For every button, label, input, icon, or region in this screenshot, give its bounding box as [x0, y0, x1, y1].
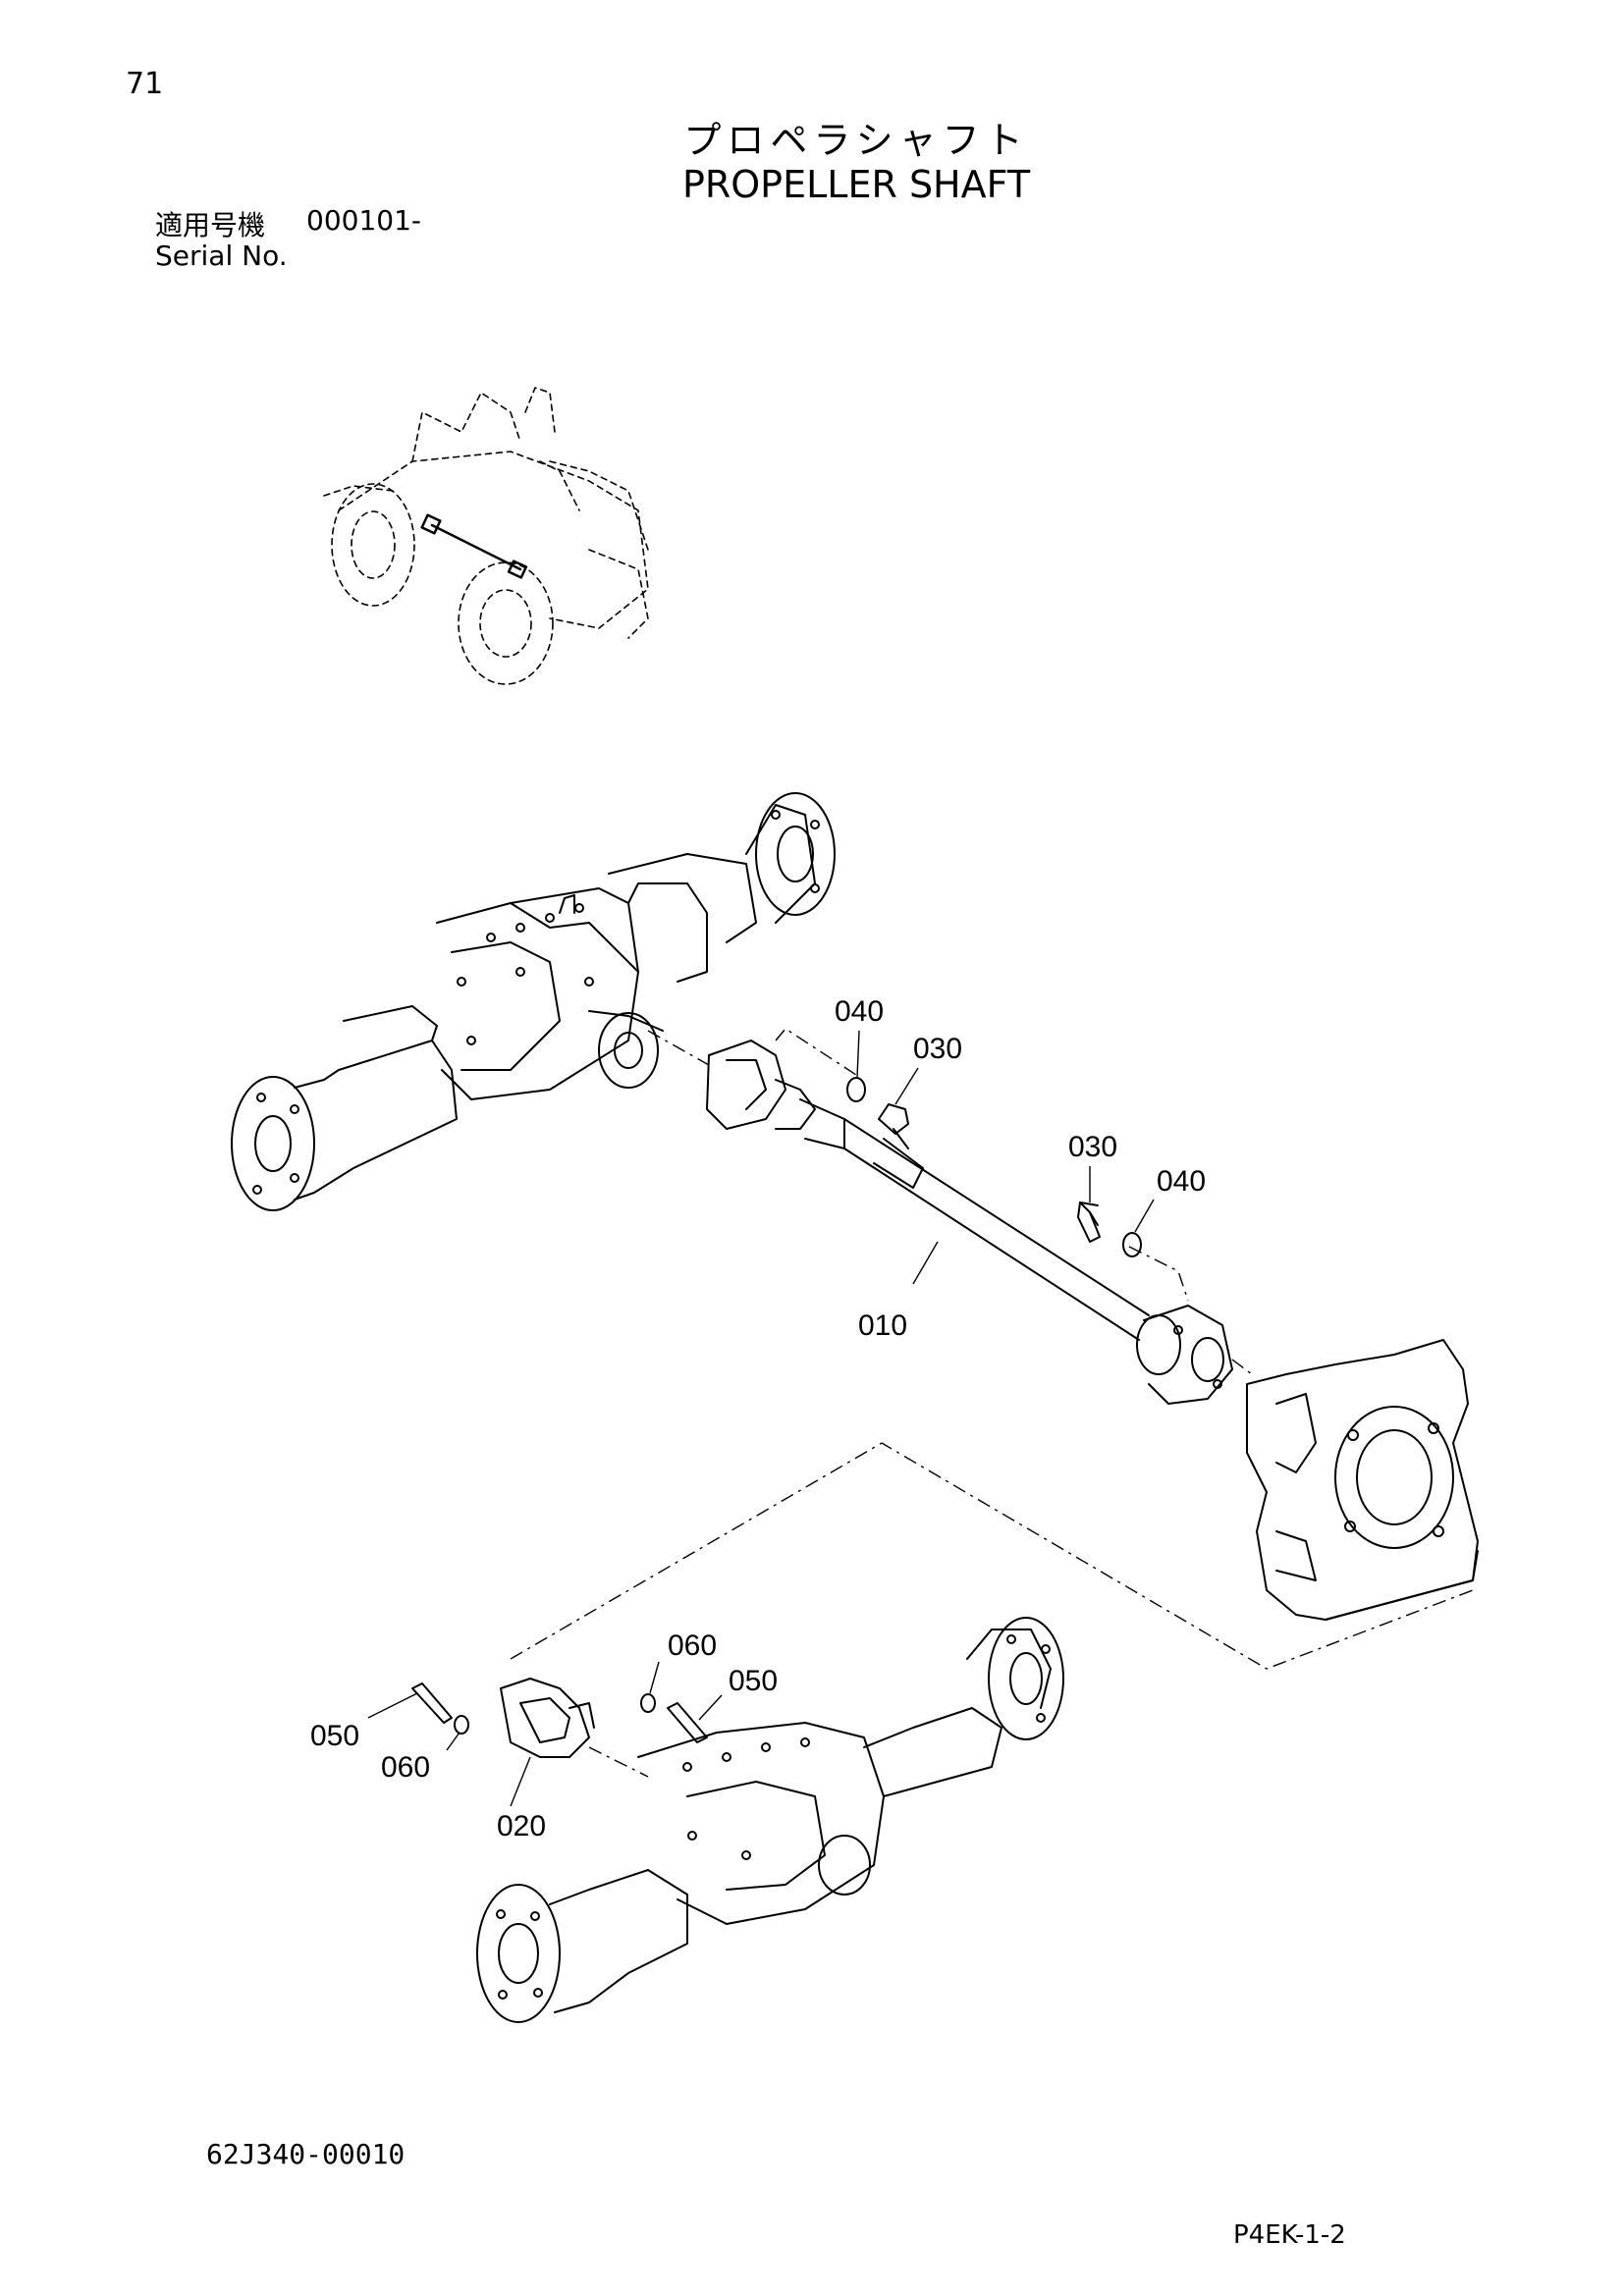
drawing-number: 62J340-00010 [206, 2138, 406, 2170]
callout-040: 040 [1157, 1165, 1206, 1198]
rear-axle-housing [231, 792, 836, 1211]
callout-060: 060 [381, 1751, 430, 1784]
callout-020: 020 [497, 1810, 546, 1842]
callout-060: 060 [668, 1629, 717, 1662]
bolt-washer-set-upper [846, 1077, 1142, 1257]
leader-lines [367, 1030, 1155, 1807]
assembly-guide-lines [510, 1028, 1474, 1778]
callout-010: 010 [858, 1309, 907, 1342]
callout-050: 050 [310, 1720, 359, 1752]
vehicle-locator-illustration [323, 387, 649, 685]
serial-range: 000101- [306, 204, 421, 237]
universal-joint-part-020 [500, 1678, 595, 1758]
serial-label: Serial No. [155, 240, 288, 272]
page-number: 71 [126, 67, 164, 101]
callout-050: 050 [729, 1665, 778, 1697]
page-code: P4EK-1-2 [1233, 2220, 1346, 2250]
callout-030: 030 [913, 1033, 962, 1065]
propeller-shaft-part-010 [706, 1040, 1233, 1405]
transmission-housing [1246, 1339, 1479, 1621]
callout-030: 030 [1068, 1131, 1117, 1163]
serial-label-japanese: 適用号機 [155, 209, 266, 241]
front-axle-housing [476, 1617, 1064, 2023]
page-title: PROPELLER SHAFT [681, 163, 1031, 206]
locator-shaft-highlight [420, 513, 528, 579]
callout-040: 040 [835, 995, 884, 1028]
page-title-japanese: プロペラシャフト [683, 119, 1029, 162]
bolt-washer-set-lower [411, 1682, 708, 1743]
